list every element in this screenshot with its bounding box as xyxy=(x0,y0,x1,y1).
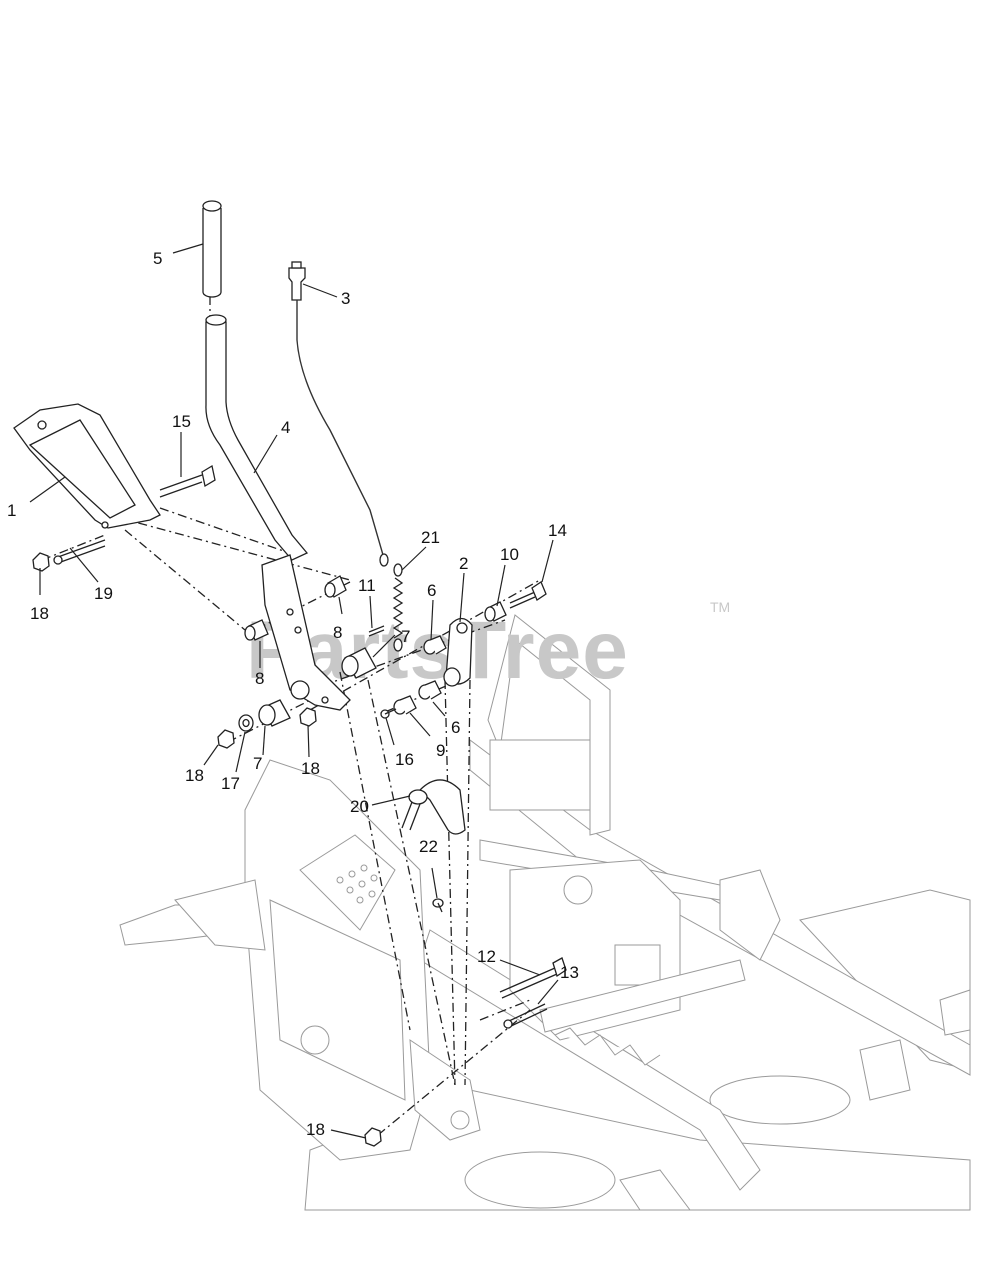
callout-labels: 5 3 4 15 1 19 18 21 2 10 14 11 6 8 7 8 6… xyxy=(7,249,579,1139)
callout-1[interactable]: 1 xyxy=(7,501,16,520)
callout-3[interactable]: 3 xyxy=(341,289,350,308)
callout-7-upper[interactable]: 7 xyxy=(401,627,410,646)
callout-21[interactable]: 21 xyxy=(421,528,440,547)
callout-15[interactable]: 15 xyxy=(172,412,191,431)
knob-20[interactable] xyxy=(401,779,466,835)
callout-6-lower[interactable]: 6 xyxy=(451,718,460,737)
handle-grip[interactable] xyxy=(202,200,222,298)
callout-14[interactable]: 14 xyxy=(548,521,567,540)
bolt-13[interactable] xyxy=(503,1003,548,1029)
callout-4[interactable]: 4 xyxy=(281,418,290,437)
control-lever[interactable] xyxy=(205,314,351,711)
screw-22[interactable] xyxy=(432,898,444,913)
throttle-cable[interactable] xyxy=(288,261,389,567)
nut-18-left[interactable] xyxy=(217,729,235,749)
callout-9[interactable]: 9 xyxy=(436,741,445,760)
callout-13[interactable]: 13 xyxy=(560,963,579,982)
vent-holes xyxy=(336,864,378,904)
bolt-12[interactable] xyxy=(499,957,567,999)
callout-18-lower[interactable]: 18 xyxy=(306,1120,325,1139)
callout-18-upper[interactable]: 18 xyxy=(30,604,49,623)
control-arm-bracket[interactable] xyxy=(13,403,161,529)
bushing-8-left[interactable] xyxy=(244,619,269,641)
callout-12[interactable]: 12 xyxy=(477,947,496,966)
callout-8-left[interactable]: 8 xyxy=(255,669,264,688)
bolt-14[interactable] xyxy=(509,581,547,609)
nut-18-upper[interactable] xyxy=(32,552,50,572)
callout-18-left[interactable]: 18 xyxy=(185,766,204,785)
callout-17[interactable]: 17 xyxy=(221,774,240,793)
callout-18-middle[interactable]: 18 xyxy=(301,759,320,778)
nut-18-lower[interactable] xyxy=(364,1127,382,1147)
nut-18-middle[interactable] xyxy=(299,707,317,727)
bushing-10[interactable] xyxy=(484,601,507,622)
sleeve-7-upper[interactable] xyxy=(341,647,377,679)
callout-20[interactable]: 20 xyxy=(350,797,369,816)
mower-frame xyxy=(119,614,971,1211)
callout-11[interactable]: 11 xyxy=(358,576,376,595)
spacer-6-upper[interactable] xyxy=(423,635,447,655)
bolt-19[interactable] xyxy=(53,539,106,565)
callout-22[interactable]: 22 xyxy=(419,837,438,856)
trademark-mark: TM xyxy=(710,599,730,615)
spacer-6-lower[interactable] xyxy=(418,680,442,700)
pin-11[interactable] xyxy=(368,625,385,637)
link-2[interactable] xyxy=(443,617,473,687)
callout-7-lower[interactable]: 7 xyxy=(253,754,262,773)
callout-5[interactable]: 5 xyxy=(153,249,162,268)
callout-16[interactable]: 16 xyxy=(395,750,414,769)
leader-lines xyxy=(29,243,559,1139)
extension-spring[interactable] xyxy=(392,563,404,652)
callout-2[interactable]: 2 xyxy=(459,554,468,573)
bolt-15[interactable] xyxy=(159,464,216,498)
bushing-8-right[interactable] xyxy=(324,575,347,598)
callout-6-upper[interactable]: 6 xyxy=(427,581,436,600)
tension-spring xyxy=(554,1027,661,1066)
washer-17[interactable] xyxy=(238,714,254,732)
callout-10[interactable]: 10 xyxy=(500,545,519,564)
sleeve-7-lower[interactable] xyxy=(258,680,310,727)
bushing-9[interactable] xyxy=(393,695,417,715)
callout-8-right[interactable]: 8 xyxy=(333,623,342,642)
pin-16[interactable] xyxy=(380,708,397,719)
callout-19[interactable]: 19 xyxy=(94,584,113,603)
